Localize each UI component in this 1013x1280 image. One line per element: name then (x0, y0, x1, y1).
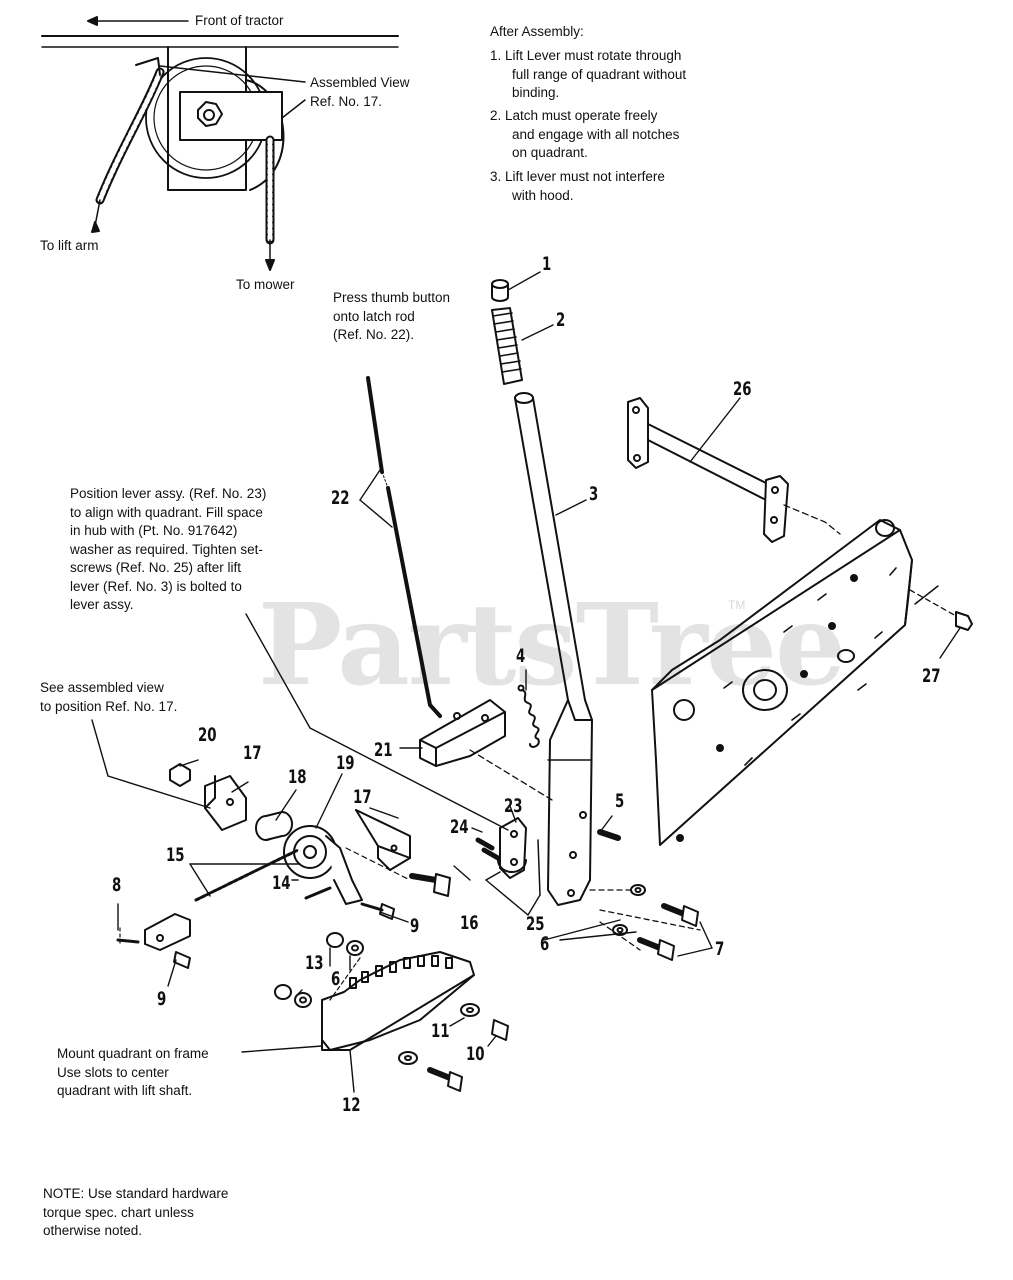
ref-24: 24 (450, 816, 469, 838)
ref-4: 4 (516, 645, 526, 667)
left-hardware (116, 763, 451, 969)
front-of-tractor-label: Front of tractor (195, 13, 284, 28)
ref-27: 27 (922, 665, 941, 687)
thumb-note-line-3: (Ref. No. 22). (333, 327, 415, 342)
ref-12: 12 (342, 1094, 361, 1116)
item-1-line-3: binding. (512, 85, 560, 100)
mount-quadrant-note: Mount quadrant on frame Use slots to cen… (57, 1045, 209, 1101)
watermark-trademark: TM (728, 598, 746, 612)
after-assembly-item-3: 3. Lift lever must not interfere with ho… (490, 168, 665, 205)
ref-18: 18 (288, 766, 307, 788)
position-note-line-7: lever assy. (70, 597, 134, 612)
item-1-line-2: full range of quadrant without (512, 66, 687, 82)
see-assembled-note: See assembled view to position Ref. No. … (40, 679, 177, 716)
ref-2: 2 (556, 309, 566, 331)
after-assembly-item-2: 2. Latch must operate freely and engage … (490, 107, 679, 163)
ref-8: 8 (112, 874, 122, 896)
mount-note-line-2: Use slots to center (57, 1064, 169, 1080)
mount-note-line-3: quadrant with lift shaft. (57, 1083, 193, 1098)
lever-assy-23 (475, 817, 541, 896)
item-3-line-1: 3. Lift lever must not interfere (490, 169, 665, 184)
callout-leaders (91, 271, 961, 1093)
ref-17-right: 17 (353, 786, 372, 808)
item-2-line-3: on quadrant. (512, 145, 588, 160)
inset-assembled-view (41, 16, 399, 271)
ref-6-quadrant: 6 (331, 968, 341, 990)
position-lever-note: Position lever assy. (Ref. No. 23) to al… (70, 485, 266, 615)
ref-5: 5 (615, 790, 625, 812)
ref-16: 16 (460, 912, 479, 934)
lift-lever-assembly (491, 279, 593, 906)
mount-note-line-1: Mount quadrant on frame (57, 1046, 209, 1061)
hardware-note-line-3: otherwise noted. (43, 1223, 143, 1238)
position-note-line-4: washer as required. Tighten set- (70, 541, 263, 557)
see-assembled-line-2: to position Ref. No. 17. (40, 698, 178, 714)
ref-3: 3 (589, 483, 599, 505)
bracket-21 (419, 699, 553, 801)
thumb-note-line-1: Press thumb button (333, 290, 451, 305)
bolt-5 (597, 829, 621, 841)
ref-22: 22 (331, 487, 350, 509)
ref-25: 25 (526, 913, 545, 935)
item-2-line-2: and engage with all notches (512, 126, 680, 142)
ref-9-right: 9 (410, 915, 420, 937)
hardware-note-line-2: torque spec. chart unless (43, 1204, 194, 1220)
ref-19: 19 (336, 752, 355, 774)
frame-plate (651, 519, 913, 846)
washers-bolts-6-7 (589, 884, 701, 961)
ref-11: 11 (431, 1020, 450, 1042)
ref-6-lever: 6 (540, 933, 550, 955)
assembled-view-label: Assembled View Ref. No. 17. (310, 74, 410, 111)
to-lift-arm-label: To lift arm (40, 238, 99, 253)
ref-7: 7 (715, 938, 725, 960)
to-mower-label: To mower (236, 277, 295, 292)
latch-rod (366, 376, 442, 718)
assembled-view-line-1: Assembled View (310, 75, 410, 90)
assembled-view-line-2: Ref. No. 17. (310, 93, 383, 109)
item-2-line-1: 2. Latch must operate freely (490, 108, 658, 123)
thumb-button-note: Press thumb button onto latch rod (Ref. … (333, 289, 450, 345)
hardware-note-line-1: NOTE: Use standard hardware (43, 1186, 229, 1201)
ref-17-left: 17 (243, 742, 262, 764)
ref-15: 15 (166, 844, 185, 866)
ref-26: 26 (733, 378, 752, 400)
position-note-line-6: lever (Ref. No. 3) is bolted to (70, 578, 242, 594)
spring-4 (517, 684, 540, 748)
bolt-27 (909, 585, 973, 631)
lift-shaft (627, 397, 841, 543)
ref-21: 21 (374, 739, 393, 761)
see-assembled-line-1: See assembled view (40, 680, 164, 695)
ref-1: 1 (542, 253, 552, 275)
hardware-note: NOTE: Use standard hardware torque spec.… (43, 1185, 228, 1241)
ref-14: 14 (272, 872, 291, 894)
position-note-line-3: in hub with (Pt. No. 917642) (70, 523, 238, 538)
ref-10: 10 (466, 1043, 485, 1065)
after-assembly-item-1: 1. Lift Lever must rotate through full r… (490, 47, 686, 103)
position-note-line-5: screws (Ref. No. 25) after lift (70, 560, 242, 575)
position-note-line-1: Position lever assy. (Ref. No. 23) (70, 486, 267, 501)
ref-20: 20 (198, 724, 217, 746)
watermark-text: PartsTree (258, 580, 846, 711)
after-assembly-title: After Assembly: (490, 24, 584, 39)
item-1-line-1: 1. Lift Lever must rotate through (490, 48, 682, 63)
ref-13: 13 (305, 952, 324, 974)
position-note-line-2: to align with quadrant. Fill space (70, 504, 263, 520)
ref-9-left: 9 (157, 988, 167, 1010)
ref-23: 23 (504, 795, 523, 817)
item-3-line-2: with hood. (512, 187, 574, 203)
thumb-note-line-2: onto latch rod (333, 308, 415, 324)
